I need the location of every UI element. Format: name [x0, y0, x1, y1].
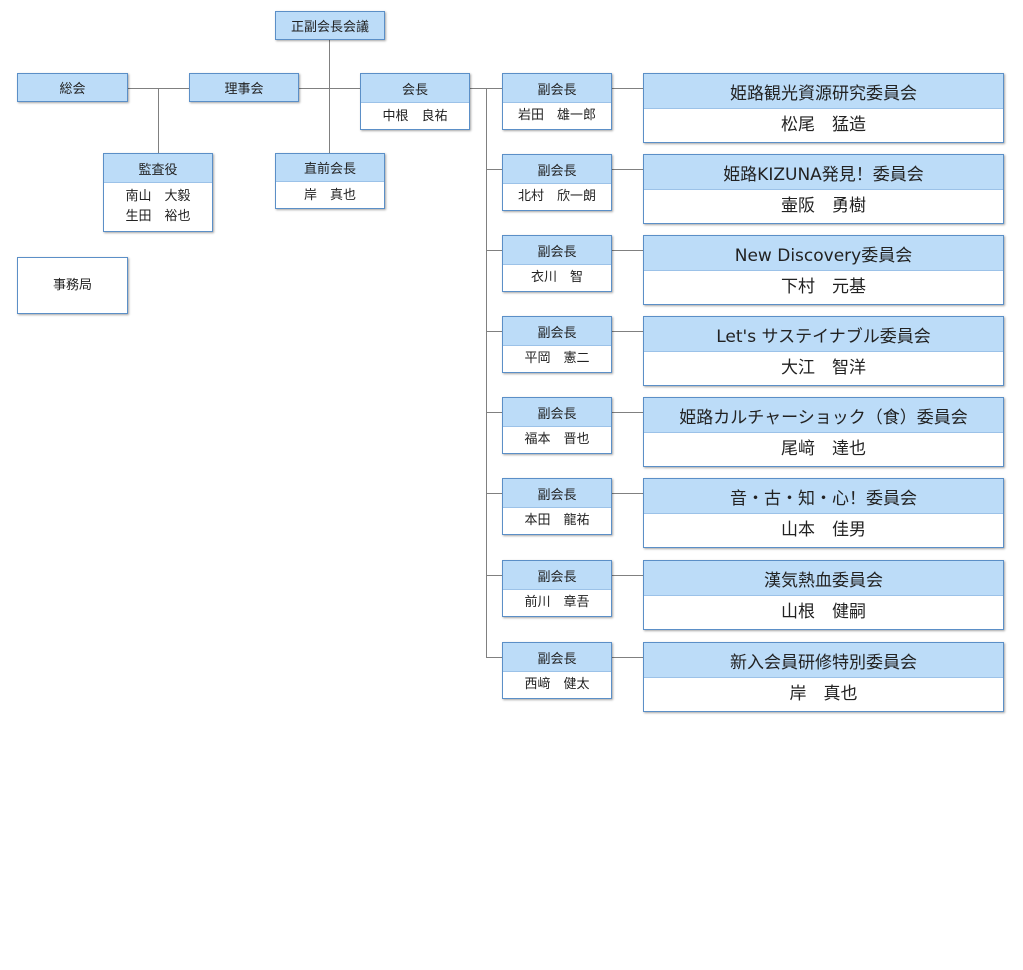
committee-box: 新入会員研修特別委員会 岸 真也 — [643, 642, 1004, 712]
committee-name: Let's サステイナブル委員会 — [644, 317, 1003, 352]
vice-president-title: 副会長 — [503, 155, 611, 184]
connector-line — [611, 88, 644, 89]
vice-president-box: 副会長 前川 章吾 — [502, 560, 612, 617]
connector-line — [486, 412, 502, 413]
connector-line — [486, 88, 487, 658]
vice-president-box: 副会長 本田 龍祐 — [502, 478, 612, 535]
vice-president-title: 副会長 — [503, 561, 611, 590]
committee-name: 姫路カルチャーショック（食）委員会 — [644, 398, 1003, 433]
vice-president-title: 副会長 — [503, 643, 611, 672]
committee-box: 漢気熱血委員会 山根 健嗣 — [643, 560, 1004, 630]
connector-line — [469, 88, 502, 89]
committee-box: New Discovery委員会 下村 元基 — [643, 235, 1004, 305]
auditor-title: 監査役 — [104, 154, 212, 183]
president-name: 中根 良祐 — [382, 108, 448, 124]
connector-line — [611, 331, 644, 332]
auditor-name: 南山 大毅 — [125, 189, 191, 204]
connector-line — [486, 331, 502, 332]
secretariat-box: 事務局 — [17, 257, 128, 314]
secretariat-label: 事務局 — [52, 277, 92, 293]
vice-president-box: 副会長 衣川 智 — [502, 235, 612, 292]
committee-name: 漢気熱血委員会 — [644, 561, 1003, 596]
vice-president-box: 副会長 平岡 憲二 — [502, 316, 612, 373]
committee-name: 音・古・知・心！委員会 — [644, 479, 1003, 514]
committee-chair: 大江 智洋 — [781, 358, 866, 378]
committee-chair: 山本 佳男 — [781, 520, 866, 540]
general-meeting-label: 総会 — [18, 74, 127, 101]
committee-chair: 下村 元基 — [781, 277, 866, 297]
vice-president-box: 副会長 福本 晋也 — [502, 397, 612, 454]
vice-president-box: 副会長 北村 欣一朗 — [502, 154, 612, 211]
board-label: 理事会 — [190, 74, 298, 101]
connector-line — [486, 169, 502, 170]
connector-line — [611, 169, 644, 170]
committee-box: 姫路カルチャーショック（食）委員会 尾﨑 達也 — [643, 397, 1004, 467]
connector-line — [158, 88, 159, 153]
vice-president-box: 副会長 岩田 雄一郎 — [502, 73, 612, 130]
vice-president-name: 前川 章吾 — [524, 595, 590, 610]
auditor-name: 生田 裕也 — [125, 209, 191, 224]
vice-president-title: 副会長 — [503, 74, 611, 103]
vice-president-name: 福本 晋也 — [524, 432, 590, 447]
committee-box: Let's サステイナブル委員会 大江 智洋 — [643, 316, 1004, 386]
assembly-box: 正副会長会議 — [275, 11, 385, 40]
vice-president-name: 岩田 雄一郎 — [517, 108, 596, 123]
committee-name: 新入会員研修特別委員会 — [644, 643, 1003, 678]
vice-president-name: 衣川 智 — [530, 270, 583, 285]
past-president-title: 直前会長 — [276, 154, 384, 182]
president-box: 会長 中根 良祐 — [360, 73, 470, 130]
committee-chair: 岸 真也 — [789, 684, 858, 704]
auditor-box: 監査役 南山 大毅 生田 裕也 — [103, 153, 213, 232]
general-meeting-box: 総会 — [17, 73, 128, 102]
connector-line — [486, 88, 502, 89]
assembly-label: 正副会長会議 — [276, 12, 384, 39]
past-president-name: 岸 真也 — [303, 187, 356, 203]
connector-line — [329, 39, 330, 153]
vice-president-title: 副会長 — [503, 479, 611, 508]
committee-name: 姫路KIZUNA発見！委員会 — [644, 155, 1003, 190]
vice-president-name: 本田 龍祐 — [524, 513, 590, 528]
connector-line — [486, 250, 502, 251]
vice-president-name: 北村 欣一朗 — [517, 189, 596, 204]
committee-box: 音・古・知・心！委員会 山本 佳男 — [643, 478, 1004, 548]
committee-chair: 壷阪 勇樹 — [781, 196, 866, 216]
connector-line — [611, 575, 644, 576]
connector-line — [611, 493, 644, 494]
vice-president-title: 副会長 — [503, 317, 611, 346]
connector-line — [611, 250, 644, 251]
committee-chair: 松尾 猛造 — [781, 115, 866, 135]
vice-president-title: 副会長 — [503, 236, 611, 265]
president-title: 会長 — [361, 74, 469, 103]
board-box: 理事会 — [189, 73, 299, 102]
vice-president-name: 西﨑 健太 — [524, 677, 590, 692]
committee-chair: 山根 健嗣 — [781, 602, 866, 622]
committee-name: 姫路観光資源研究委員会 — [644, 74, 1003, 109]
committee-box: 姫路観光資源研究委員会 松尾 猛造 — [643, 73, 1004, 143]
connector-line — [611, 657, 644, 658]
connector-line — [486, 657, 502, 658]
past-president-box: 直前会長 岸 真也 — [275, 153, 385, 209]
committee-chair: 尾﨑 達也 — [781, 439, 866, 459]
committee-box: 姫路KIZUNA発見！委員会 壷阪 勇樹 — [643, 154, 1004, 224]
vice-president-box: 副会長 西﨑 健太 — [502, 642, 612, 699]
committee-name: New Discovery委員会 — [644, 236, 1003, 271]
auditor-names: 南山 大毅 生田 裕也 — [104, 183, 212, 231]
connector-line — [486, 575, 502, 576]
vice-president-title: 副会長 — [503, 398, 611, 427]
vice-president-name: 平岡 憲二 — [524, 351, 590, 366]
connector-line — [611, 412, 644, 413]
connector-line — [486, 493, 502, 494]
